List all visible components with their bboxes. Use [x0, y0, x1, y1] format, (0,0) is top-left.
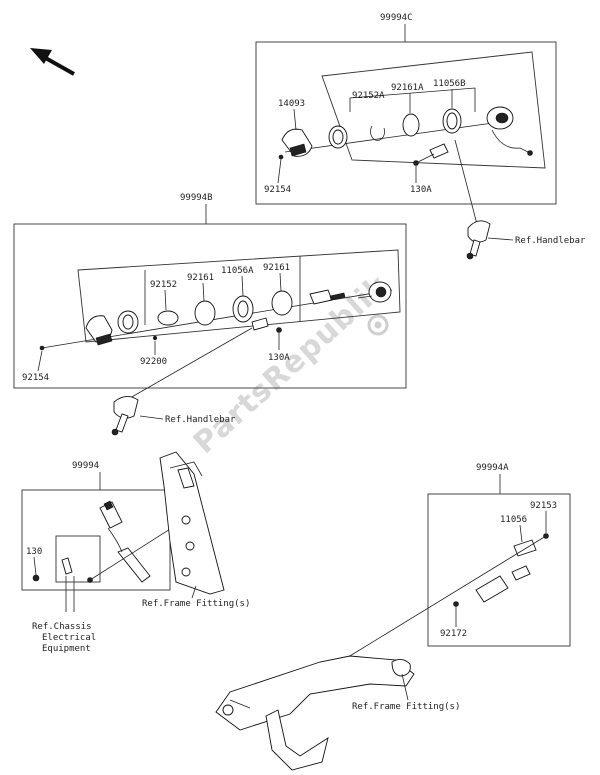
frame-bracket-right: [215, 655, 415, 771]
group-99994: 99994 130 Ref.Chassis Electrical Equipme…: [21, 451, 250, 654]
o-ring-92161a: [402, 113, 420, 137]
group-99994a-label: 99994A: [476, 463, 509, 473]
label-130: 130: [26, 547, 42, 557]
ref-chassis-line2: Electrical: [42, 633, 96, 643]
ref-chassis-line3: Equipment: [42, 644, 91, 654]
group-99994c: 99994C 14093: [255, 13, 586, 260]
ring-92152: [157, 310, 179, 326]
group-99994b-label: 99994B: [180, 193, 213, 203]
label-11056: 11056: [500, 515, 527, 525]
switch-14093: [281, 128, 313, 157]
o-ring-92161-a: [194, 300, 216, 326]
label-92152a: 92152A: [352, 91, 385, 101]
socket-right: [357, 281, 392, 303]
label-92161a: 92161A: [391, 83, 424, 93]
screw-92200: [152, 335, 158, 341]
label-11056a: 11056A: [221, 266, 254, 276]
label-92154-mid: 92154: [22, 373, 49, 383]
group-99994b: 99994B: [13, 193, 407, 436]
group-99994c-label: 99994C: [380, 13, 413, 23]
group-99994-label: 99994: [72, 461, 99, 471]
group-99994a: 99994A 92153 11056 92172 Ref.Frame Fitti…: [215, 463, 571, 771]
handlebar-clamp-top: [466, 220, 491, 260]
label-92172: 92172: [440, 629, 467, 639]
label-92152: 92152: [150, 280, 177, 290]
frame-plate-left: [159, 451, 225, 595]
label-14093: 14093: [278, 99, 305, 109]
bracket-130a-mid: [251, 317, 282, 333]
connector-right: [309, 289, 346, 305]
ref-handlebar-mid: Ref.Handlebar: [165, 415, 236, 425]
socket-unit: [486, 106, 533, 156]
ref-chassis-line1: Ref.Chassis: [32, 622, 92, 632]
ref-frame-right: Ref.Frame Fitting(s): [352, 702, 460, 712]
label-92161-b: 92161: [263, 263, 290, 273]
ref-frame-left: Ref.Frame Fitting(s): [142, 599, 250, 609]
label-92154-top: 92154: [264, 185, 291, 195]
switch-left: [85, 315, 113, 346]
snap-ring-92152a: [370, 125, 385, 141]
handlebar-clamp-mid: [111, 396, 139, 436]
terminal: [61, 557, 73, 575]
bracket-130a-top: [413, 143, 449, 166]
relay-connector: [99, 500, 123, 529]
label-130a-top: 130A: [410, 185, 432, 195]
label-130a-mid: 130A: [268, 353, 290, 363]
relay-unit: [475, 565, 531, 603]
label-92200: 92200: [140, 357, 167, 367]
label-92161-a: 92161: [187, 273, 214, 283]
harness-lead: [107, 527, 151, 583]
gear-watermark-icon: [367, 314, 389, 336]
ref-handlebar-top: Ref.Handlebar: [515, 236, 586, 246]
label-11056b: 11056B: [433, 79, 466, 89]
direction-arrow-icon: [30, 48, 75, 76]
label-92153: 92153: [530, 501, 557, 511]
o-ring-92161-b: [271, 290, 293, 316]
